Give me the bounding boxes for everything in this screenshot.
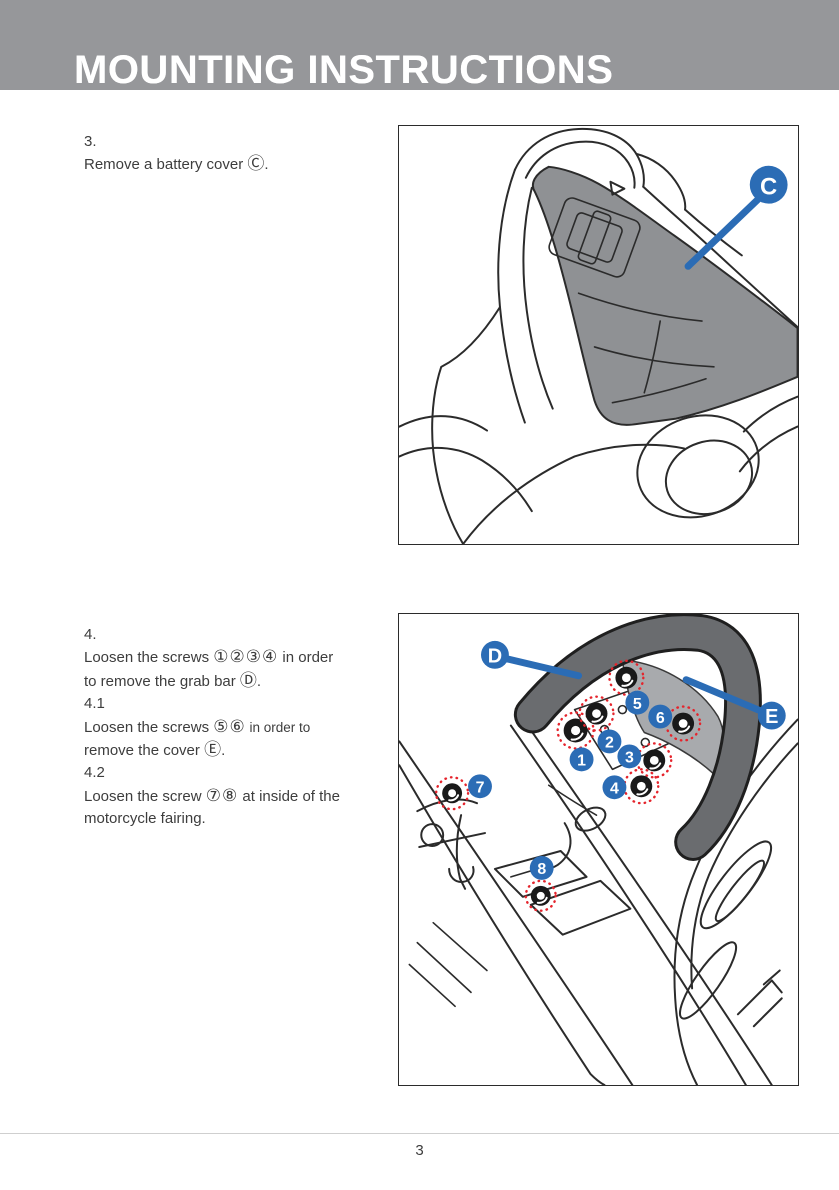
battery-cover-shaded-area [531, 165, 798, 426]
callout-e-label: E [765, 706, 778, 728]
step-4-2-line2: motorcycle fairing. [84, 810, 206, 828]
page-number: 3 [415, 1142, 424, 1159]
motorcycle-tail-line-art [399, 127, 798, 544]
header-band [0, 0, 839, 90]
callout-d-badge [480, 640, 509, 669]
step-4-text: 4. Loosen the screws ①②③④ in order to re… [84, 624, 394, 831]
callout-c-pointer [684, 196, 762, 270]
screw-number-badges: 1 2 3 4 5 6 7 8 [468, 690, 673, 880]
footer-divider [0, 1133, 839, 1134]
screw-5 [608, 659, 645, 696]
step-4-1-line1: Loosen the screws ⑤⑥ in order to [84, 716, 311, 737]
svg-text:1: 1 [577, 753, 586, 770]
step-4-number: 4. [84, 626, 97, 643]
step-3-number: 3. [84, 133, 97, 150]
screw-markers [434, 659, 702, 912]
figure-battery-cover: C [398, 125, 799, 545]
callout-d-marker: D [480, 640, 583, 680]
step-4-line2: to remove the grab bar Ⓓ. [84, 670, 262, 691]
svg-text:2: 2 [605, 735, 614, 752]
callout-e-badge [757, 701, 786, 730]
callout-d-pointer [503, 655, 583, 680]
header-title-clip: MOUNTING INSTRUCTIONS [0, 0, 839, 90]
callout-e-marker: E [682, 676, 786, 730]
svg-text:3: 3 [625, 750, 634, 767]
motorcycle-body-line-art [399, 682, 798, 1085]
figure-grab-bar-screws: 1 2 3 4 5 6 7 8 D E [398, 613, 799, 1086]
callout-c-marker: C [684, 165, 788, 270]
figure-2-illustration: 1 2 3 4 5 6 7 8 D E [399, 614, 798, 1085]
callout-e-pointer [682, 676, 764, 715]
screw-4 [623, 768, 660, 805]
step-4-1-number: 4.1 [84, 695, 105, 713]
callout-c-badge [749, 165, 788, 204]
figure-1-illustration: C [399, 127, 798, 544]
svg-text:4: 4 [610, 780, 619, 797]
battery-cover-details [548, 180, 715, 404]
step-3-text: 3. Remove a battery cover Ⓒ. [84, 131, 269, 177]
badge-4: 4 [602, 775, 627, 800]
step-4-2-number: 4.2 [84, 764, 105, 782]
grab-bar-shaded-part [513, 614, 762, 861]
svg-text:6: 6 [656, 710, 665, 727]
callout-c-ref: Ⓒ [247, 154, 265, 175]
screw-refs-1-4: ①②③④ [213, 647, 279, 668]
screw-refs-7-8: ⑦⑧ [205, 785, 239, 806]
callout-d-ref: Ⓓ [239, 670, 257, 691]
page-title-shadow: MOUNTING INSTRUCTIONS [74, 48, 614, 92]
step-3-instruction: Remove a battery cover Ⓒ. [84, 154, 269, 175]
badge-3: 3 [617, 744, 642, 769]
screw-6 [665, 705, 702, 742]
badge-5: 5 [625, 690, 650, 715]
badge-2: 2 [597, 729, 622, 754]
page-title: MOUNTING INSTRUCTIONS [74, 48, 614, 90]
badge-8: 8 [529, 855, 554, 880]
screw-3 [636, 742, 673, 779]
screw-refs-5-6: ⑤⑥ [213, 716, 246, 737]
callout-e-ref: Ⓔ [204, 740, 222, 761]
screw-2 [578, 695, 615, 732]
direction-arrow-icon [609, 180, 626, 196]
badge-7: 7 [468, 774, 492, 799]
step-4-line1: Loosen the screws ①②③④ in order [84, 647, 334, 668]
svg-text:5: 5 [633, 696, 642, 713]
svg-text:8: 8 [537, 861, 546, 878]
callout-c-label: C [760, 173, 777, 200]
callout-d-label: D [488, 645, 502, 667]
step-4-2-line1: Loosen the screw ⑦⑧ at inside of the [84, 785, 340, 806]
screw-8 [524, 879, 557, 912]
svg-text:7: 7 [476, 780, 485, 797]
step-4-1-line2: remove the cover Ⓔ. [84, 740, 226, 761]
screw-7 [434, 776, 470, 811]
badge-6: 6 [648, 704, 673, 729]
badge-1: 1 [569, 747, 594, 772]
